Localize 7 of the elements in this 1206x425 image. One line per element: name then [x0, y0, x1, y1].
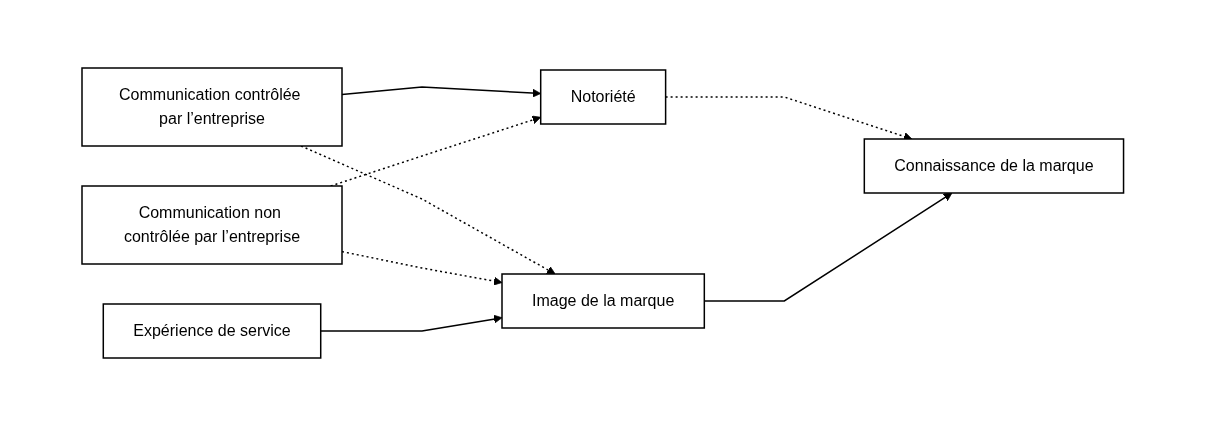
node-box: Expérience de service [102, 302, 322, 359]
node-box: Communication non contrôlée par l’entreprise [81, 184, 343, 265]
node-box: Connaissance de la marque [863, 137, 1125, 194]
arrow [320, 314, 503, 332]
node-box: Image de la marque [501, 272, 706, 329]
node-box: Communication contrôlée par l’entreprise [81, 66, 343, 147]
node-box: Notoriété [540, 68, 667, 125]
